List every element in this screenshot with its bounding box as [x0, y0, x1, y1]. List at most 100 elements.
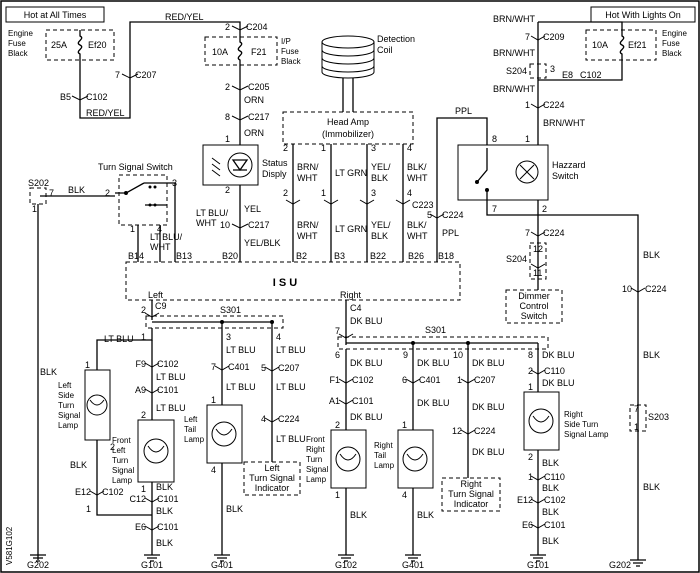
svg-text:Ef21: Ef21	[628, 40, 647, 50]
red-yel-wire-left	[79, 21, 241, 119]
svg-text:8: 8	[492, 134, 497, 144]
svg-text:BLK: BLK	[70, 460, 87, 470]
svg-text:Indicator: Indicator	[454, 499, 489, 509]
svg-text:Signal: Signal	[112, 466, 134, 475]
diagram-code: V581G102	[5, 526, 14, 565]
svg-text:A9: A9	[135, 385, 146, 395]
svg-text:C209: C209	[543, 32, 565, 42]
ground-icon	[630, 559, 646, 567]
svg-text:BRN/WHT: BRN/WHT	[493, 14, 535, 24]
svg-text:C217: C217	[248, 220, 270, 230]
svg-text:LT BLU: LT BLU	[226, 382, 256, 392]
svg-text:WHT: WHT	[297, 173, 318, 183]
hot-with-lights-on-label: Hot With Lights On	[590, 6, 696, 23]
ppl-wire	[436, 117, 488, 262]
svg-text:DK BLU: DK BLU	[417, 398, 450, 408]
svg-text:10A: 10A	[592, 40, 608, 50]
svg-text:E12: E12	[75, 487, 91, 497]
svg-text:B14: B14	[128, 251, 144, 261]
svg-text:1: 1	[141, 332, 146, 342]
svg-text:2: 2	[542, 204, 547, 214]
svg-text:S202: S202	[28, 178, 49, 188]
svg-text:2: 2	[141, 305, 146, 315]
connector-c207-icon	[121, 73, 139, 79]
svg-text:C223: C223	[412, 200, 434, 210]
svg-text:3: 3	[371, 188, 376, 198]
svg-text:Left: Left	[148, 290, 164, 300]
fuse-f21-icon	[237, 37, 243, 65]
svg-text:C101: C101	[352, 396, 374, 406]
svg-text:DK BLU: DK BLU	[472, 358, 505, 368]
svg-text:S301: S301	[220, 305, 241, 315]
dimmer-control-switch: Dimmer Control Switch	[505, 289, 563, 324]
svg-text:G101: G101	[527, 560, 549, 570]
svg-text:Lamp: Lamp	[112, 476, 133, 485]
svg-text:C217: C217	[248, 112, 270, 122]
svg-text:4: 4	[402, 490, 407, 500]
svg-text:S203: S203	[648, 412, 669, 422]
svg-text:1: 1	[32, 204, 37, 214]
turn-switch-wires	[137, 182, 176, 262]
svg-text:1: 1	[457, 375, 462, 385]
svg-text:C207: C207	[278, 363, 300, 373]
svg-text:WHT: WHT	[407, 231, 428, 241]
svg-text:1: 1	[86, 504, 91, 514]
svg-text:WHT: WHT	[407, 173, 428, 183]
svg-text:B18: B18	[438, 251, 454, 261]
svg-text:2: 2	[225, 82, 230, 92]
svg-text:Signal: Signal	[306, 465, 328, 474]
svg-text:DK BLU: DK BLU	[350, 316, 383, 326]
svg-text:Dimmer: Dimmer	[518, 291, 550, 301]
svg-text:B13: B13	[176, 251, 192, 261]
svg-text:2: 2	[110, 442, 115, 452]
connector-c102-icon	[71, 95, 89, 101]
svg-text:Engine: Engine	[8, 29, 33, 38]
svg-text:10: 10	[622, 284, 632, 294]
svg-text:DK BLU: DK BLU	[350, 358, 383, 368]
switch-contact-icon	[115, 182, 167, 206]
svg-text:C401: C401	[419, 375, 441, 385]
ground-g401-left: G401	[211, 554, 233, 570]
svg-text:1: 1	[634, 422, 639, 432]
svg-text:A1: A1	[329, 396, 340, 406]
svg-text:2: 2	[105, 188, 110, 198]
svg-text:B5: B5	[60, 92, 71, 102]
svg-text:G401: G401	[402, 560, 424, 570]
svg-text:C110: C110	[544, 366, 565, 376]
svg-text:4: 4	[407, 143, 412, 153]
hazzard-switch: 8 Hazzard Switch	[457, 134, 586, 201]
ground-icon	[30, 554, 46, 562]
svg-text:25A: 25A	[51, 40, 67, 50]
connector-c223-icon	[285, 199, 411, 205]
svg-text:BLK: BLK	[542, 458, 559, 468]
svg-text:Black: Black	[662, 49, 683, 58]
ground-g401-right: G401	[402, 554, 424, 570]
svg-text:Turn: Turn	[306, 455, 322, 464]
svg-text:C102: C102	[86, 92, 108, 102]
connector-c204-icon	[231, 25, 249, 31]
svg-text:Lamp: Lamp	[58, 421, 79, 430]
svg-text:LT BLU/: LT BLU/	[150, 232, 183, 242]
svg-text:6: 6	[335, 350, 340, 360]
svg-text:3: 3	[371, 143, 376, 153]
svg-text:LT GRN: LT GRN	[335, 224, 367, 234]
splice-s202	[29, 187, 47, 205]
svg-text:PPL: PPL	[442, 228, 459, 238]
svg-text:7: 7	[335, 326, 340, 336]
svg-text:10: 10	[453, 350, 463, 360]
blk-left-side-lamp	[96, 440, 152, 516]
svg-text:LT BLU: LT BLU	[104, 334, 134, 344]
svg-text:C102: C102	[352, 375, 374, 385]
svg-text:8: 8	[528, 350, 533, 360]
svg-text:S301: S301	[425, 325, 446, 335]
svg-text:PPL: PPL	[455, 106, 472, 116]
svg-text:Lamp: Lamp	[306, 475, 327, 484]
svg-text:Black: Black	[8, 49, 29, 58]
splice-s204-top	[529, 63, 547, 79]
svg-text:Front: Front	[306, 435, 325, 444]
svg-text:C204: C204	[246, 22, 268, 32]
ef21-out	[538, 60, 623, 81]
svg-text:C102: C102	[157, 359, 179, 369]
svg-text:Turn: Turn	[112, 456, 128, 465]
svg-text:BLK: BLK	[156, 482, 173, 492]
